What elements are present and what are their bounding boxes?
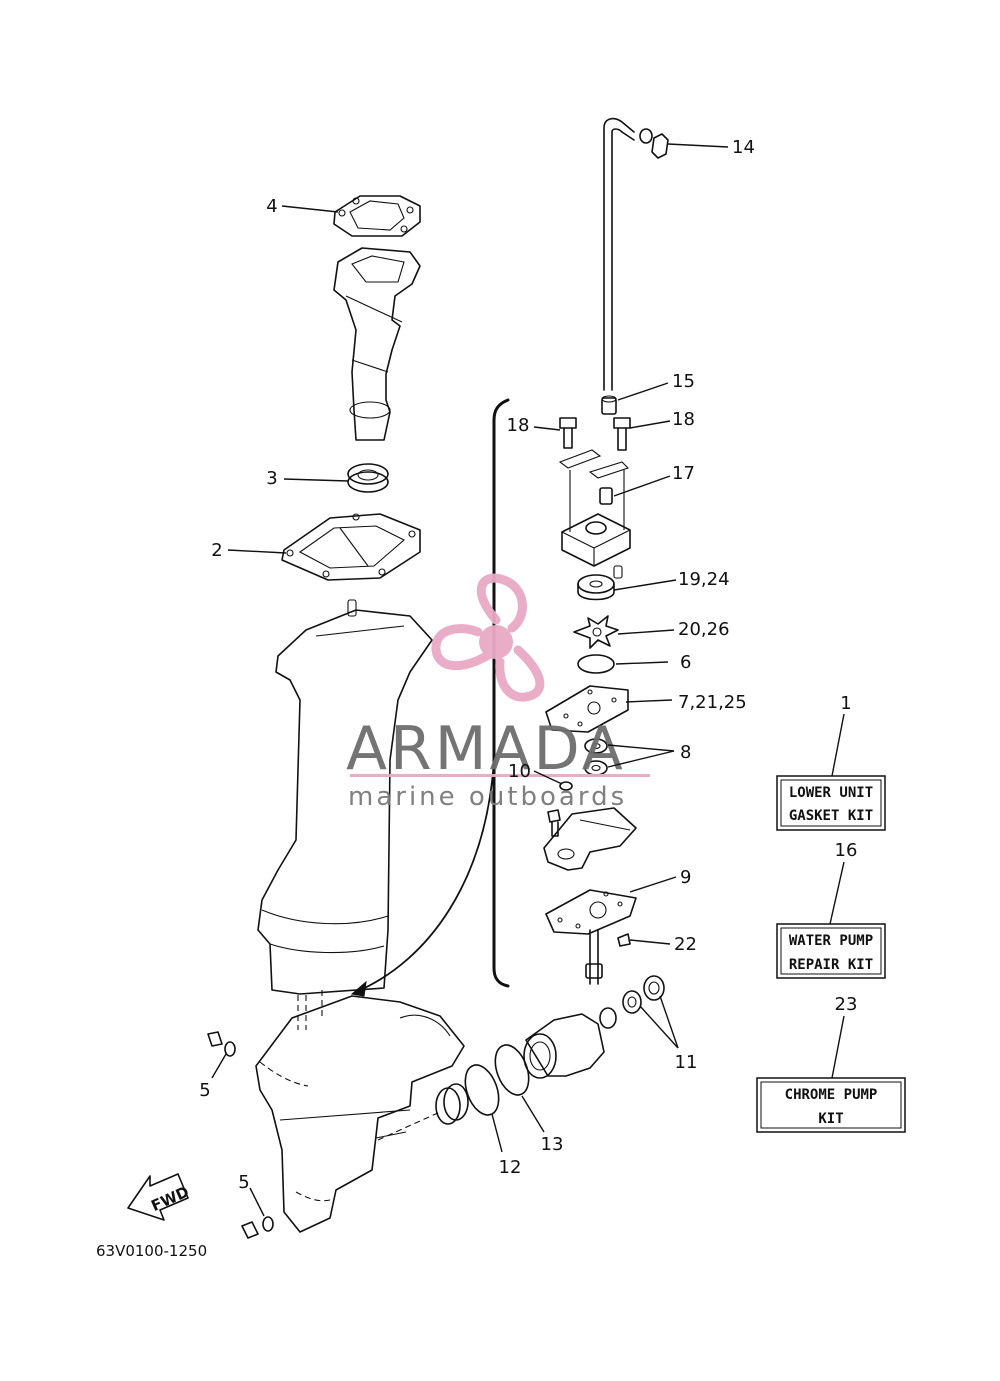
grommet-part-15 (601, 395, 617, 415)
seal-part-3 (347, 463, 389, 493)
callout-6: 6 (680, 652, 691, 673)
leader-lines (211, 143, 845, 1217)
insert-plate-right (588, 461, 630, 479)
kit-box-lower-unit-gasket: LOWER UNIT GASKET KIT (776, 775, 886, 831)
callout-20-26: 20,26 (678, 619, 730, 640)
callout-23: 23 (835, 994, 858, 1015)
watermark-underline (350, 774, 650, 777)
callout-2: 2 (211, 540, 222, 561)
watermark-brand: ARMADA (346, 714, 626, 784)
watermark-tagline: marine outboards (348, 782, 627, 812)
propeller-shaft-housing (523, 1013, 605, 1079)
diagram-code: 63V0100-1250 (96, 1242, 207, 1260)
callout-5-lower: 5 (238, 1172, 249, 1193)
drive-shaft-segment (585, 929, 603, 985)
oil-seals-part-11 (599, 975, 665, 1029)
pump-insert-part-19-24 (577, 574, 615, 601)
kit-box-water-pump-repair: WATER PUMP REPAIR KIT (776, 923, 886, 979)
gasket-part-4 (333, 195, 421, 237)
kit-chrome-pump-line1: CHROME PUMP (785, 1087, 878, 1103)
callout-19-24: 19,24 (678, 569, 730, 590)
callout-22: 22 (674, 934, 697, 955)
callout-14: 14 (732, 137, 755, 158)
oil-seal-housing (543, 807, 637, 871)
water-pump-housing (561, 470, 631, 567)
assembly-bracket (492, 398, 510, 988)
pin-part-22 (617, 933, 631, 947)
impeller-part-20-26 (573, 615, 619, 649)
callout-10: 10 (508, 761, 531, 782)
insert-cartridge-part-17 (599, 487, 613, 505)
dowel-pin (347, 599, 357, 617)
forward-arrow: FWD (127, 1173, 192, 1221)
outer-plate-part-7 (545, 685, 629, 733)
water-tube (603, 117, 653, 391)
kit-chrome-pump-line2: KIT (818, 1111, 843, 1127)
kit-lower-unit-line2: GASKET KIT (789, 808, 873, 824)
callout-5-upper: 5 (199, 1080, 210, 1101)
callout-15: 15 (672, 371, 695, 392)
gasket-part-2 (281, 513, 421, 581)
callout-8: 8 (680, 742, 691, 763)
drain-screw-lower (241, 1216, 274, 1239)
fwd-label: FWD (148, 1183, 191, 1215)
drain-screw-upper (207, 1031, 236, 1057)
callout-12: 12 (499, 1157, 522, 1178)
propeller-logo (431, 573, 545, 702)
grommet-part-14 (651, 133, 669, 159)
callout-numbers: 1 2 3 4 5 5 6 7,21,25 8 9 10 11 12 13 14… (199, 137, 857, 1193)
callout-13: 13 (541, 1134, 564, 1155)
drive-shaft-alignment-lines (297, 990, 323, 1030)
callout-9: 9 (680, 867, 691, 888)
callout-16: 16 (835, 840, 858, 861)
lower-casing (255, 995, 465, 1233)
gasket-part-9 (545, 889, 637, 935)
pump-pin (613, 565, 623, 579)
callout-1: 1 (840, 693, 851, 714)
assembly-arrow (350, 759, 495, 997)
callout-17: 17 (672, 463, 695, 484)
bolt-part-18-left (559, 417, 577, 449)
kit-lower-unit-line1: LOWER UNIT (789, 785, 873, 801)
callout-18-left: 18 (507, 415, 530, 436)
callout-7-21-25: 7,21,25 (678, 692, 747, 713)
bolt-part-18-right (613, 417, 631, 451)
callout-18-right: 18 (672, 409, 695, 430)
kit-water-pump-line1: WATER PUMP (789, 933, 873, 949)
o-ring-part-10 (559, 781, 573, 791)
callout-4: 4 (266, 196, 277, 217)
kit-box-chrome-pump: CHROME PUMP KIT (756, 1077, 906, 1133)
gasket-part-6 (577, 654, 615, 674)
prop-shaft-spacer (377, 1083, 469, 1141)
watermark: ARMADA marine outboards (346, 573, 650, 812)
callout-3: 3 (266, 468, 277, 489)
kit-water-pump-line2: REPAIR KIT (789, 957, 873, 973)
upper-casing (257, 609, 433, 995)
exhaust-guide (333, 247, 421, 441)
callout-11: 11 (675, 1052, 698, 1073)
insert-plate-left (558, 449, 602, 469)
